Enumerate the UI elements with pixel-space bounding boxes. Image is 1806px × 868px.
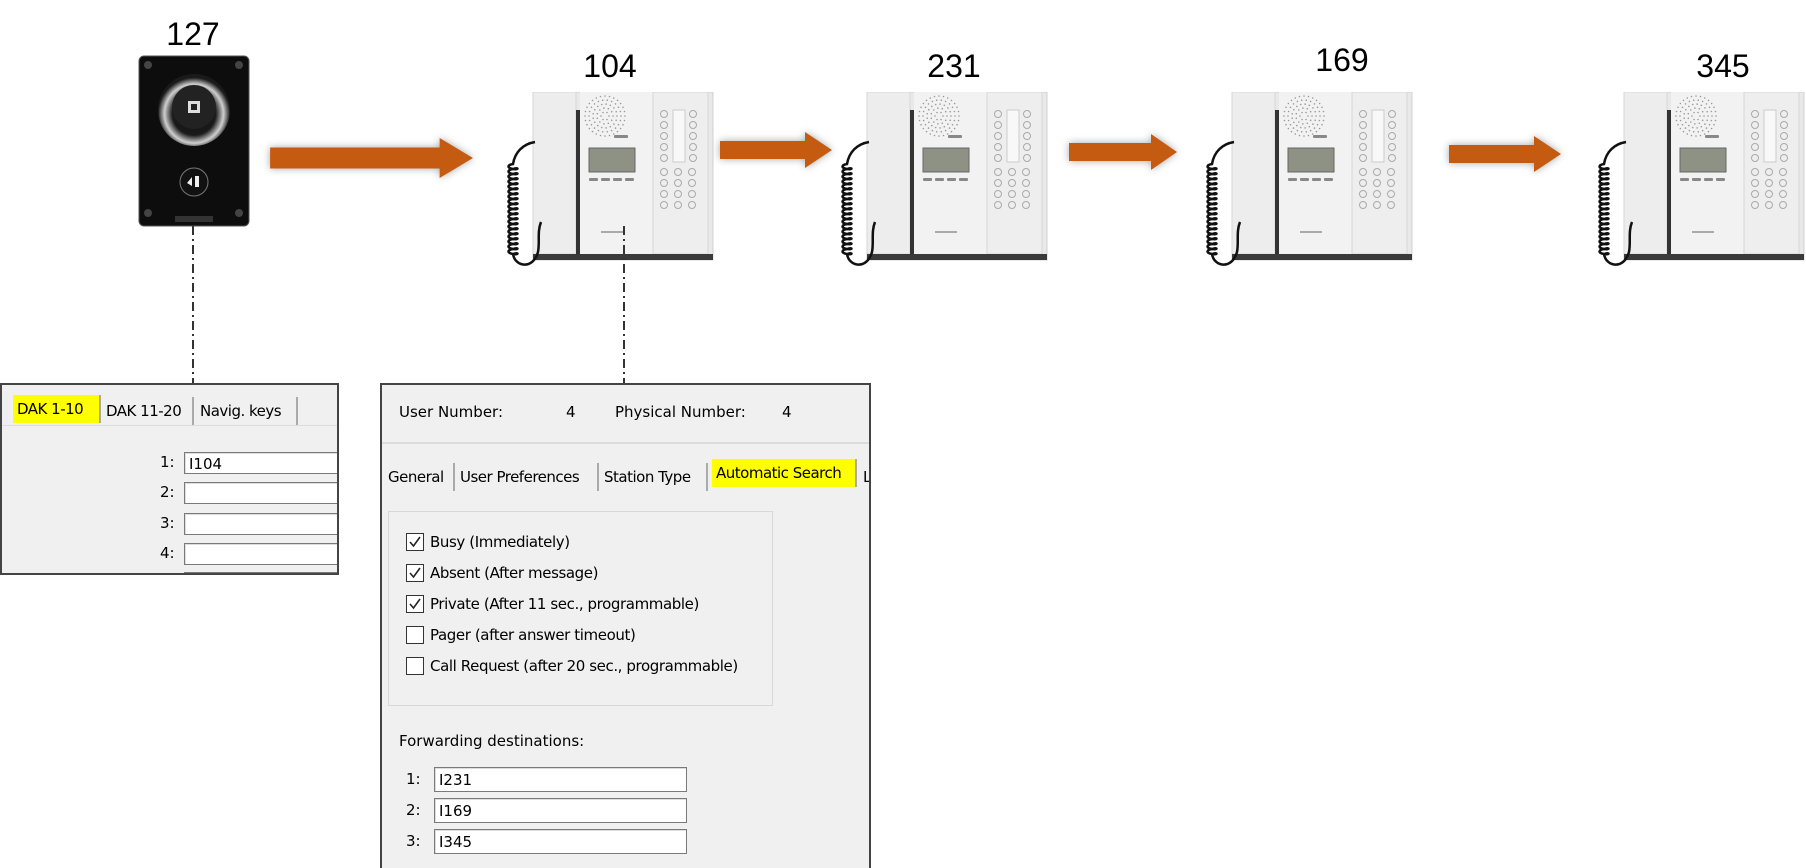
desk-station-231	[827, 91, 1048, 287]
header-divider	[382, 442, 869, 444]
dak-config-panel: DAK 1-10 DAK 11-20 Navig. keys 1: I104 2…	[0, 383, 339, 575]
dak-row-label: 4:	[160, 544, 175, 562]
checkmark-icon	[409, 536, 421, 548]
checkmark-icon	[409, 598, 421, 610]
option-checkbox[interactable]	[406, 533, 424, 551]
user-number-label: User Number:	[399, 403, 504, 421]
connector-line-127	[192, 226, 194, 384]
forwarding-label: Forwarding destinations:	[399, 732, 585, 750]
tab-automatic-search[interactable]: Automatic Search	[712, 459, 857, 487]
device-label-104: 104	[583, 48, 637, 84]
device-label-231: 231	[927, 48, 981, 84]
desk-station-icon	[1206, 91, 1413, 266]
option-label: Call Request (after 20 sec., programmabl…	[430, 657, 738, 675]
forward-row-label: 3:	[406, 832, 421, 850]
intercom-panel-icon	[138, 55, 250, 227]
option-checkbox[interactable]	[406, 564, 424, 582]
dak-3-input[interactable]	[184, 513, 337, 535]
dak-row-label: 1:	[160, 453, 175, 471]
desk-station-icon	[1598, 91, 1805, 266]
device-label-345: 345	[1696, 48, 1750, 84]
option-checkbox[interactable]	[406, 657, 424, 675]
forward-arrow-2	[720, 132, 832, 168]
forward-arrow-4	[1449, 136, 1561, 172]
station-config-panel: User Number: 4 Physical Number: 4 Genera…	[380, 383, 871, 868]
user-number-value: 4	[566, 403, 576, 421]
tab-dak-11-20[interactable]: DAK 11-20	[102, 397, 194, 425]
dak-2-input[interactable]	[184, 482, 337, 504]
option-label: Busy (Immediately)	[430, 533, 570, 551]
tab-navig-keys[interactable]: Navig. keys	[196, 397, 298, 425]
dak-row-label: 3:	[160, 514, 175, 532]
desk-station-169	[1192, 91, 1413, 287]
dak-4-input[interactable]	[184, 543, 337, 565]
tab-station-type[interactable]: Station Type	[600, 463, 708, 491]
forward-destination-3-input[interactable]: I345	[434, 829, 687, 854]
physical-number-value: 4	[782, 403, 792, 421]
forward-arrow-1	[270, 138, 473, 178]
connector-line-104	[623, 226, 625, 384]
option-label: Pager (after answer timeout)	[430, 626, 636, 644]
dak-row-label: 2:	[160, 483, 175, 501]
tab-general[interactable]: General	[384, 463, 455, 491]
tab-user-preferences[interactable]: User Preferences	[456, 463, 599, 491]
desk-station-icon	[841, 91, 1048, 266]
device-label-169: 169	[1315, 42, 1369, 78]
option-checkbox[interactable]	[406, 595, 424, 613]
forward-row-label: 1:	[406, 770, 421, 788]
desk-station-104	[493, 91, 714, 287]
physical-number-label: Physical Number:	[615, 403, 746, 421]
forward-row-label: 2:	[406, 801, 421, 819]
option-label: Absent (After message)	[430, 564, 599, 582]
desk-station-345	[1584, 91, 1805, 287]
device-label-127: 127	[166, 16, 220, 52]
dak-5-input[interactable]	[184, 572, 337, 573]
forward-destination-2-input[interactable]: I169	[434, 798, 687, 823]
search-options-group	[388, 511, 773, 706]
tab-strip-divider	[2, 425, 337, 426]
option-label: Private (After 11 sec., programmable)	[430, 595, 699, 613]
tab-dak-1-10[interactable]: DAK 1-10	[13, 395, 101, 423]
tab-overflow[interactable]: L	[863, 468, 871, 486]
dak-1-input[interactable]: I104	[184, 452, 337, 474]
forward-destination-1-input[interactable]: I231	[434, 767, 687, 792]
option-checkbox[interactable]	[406, 626, 424, 644]
checkmark-icon	[409, 567, 421, 579]
forward-arrow-3	[1069, 134, 1177, 170]
desk-station-icon	[507, 91, 714, 266]
